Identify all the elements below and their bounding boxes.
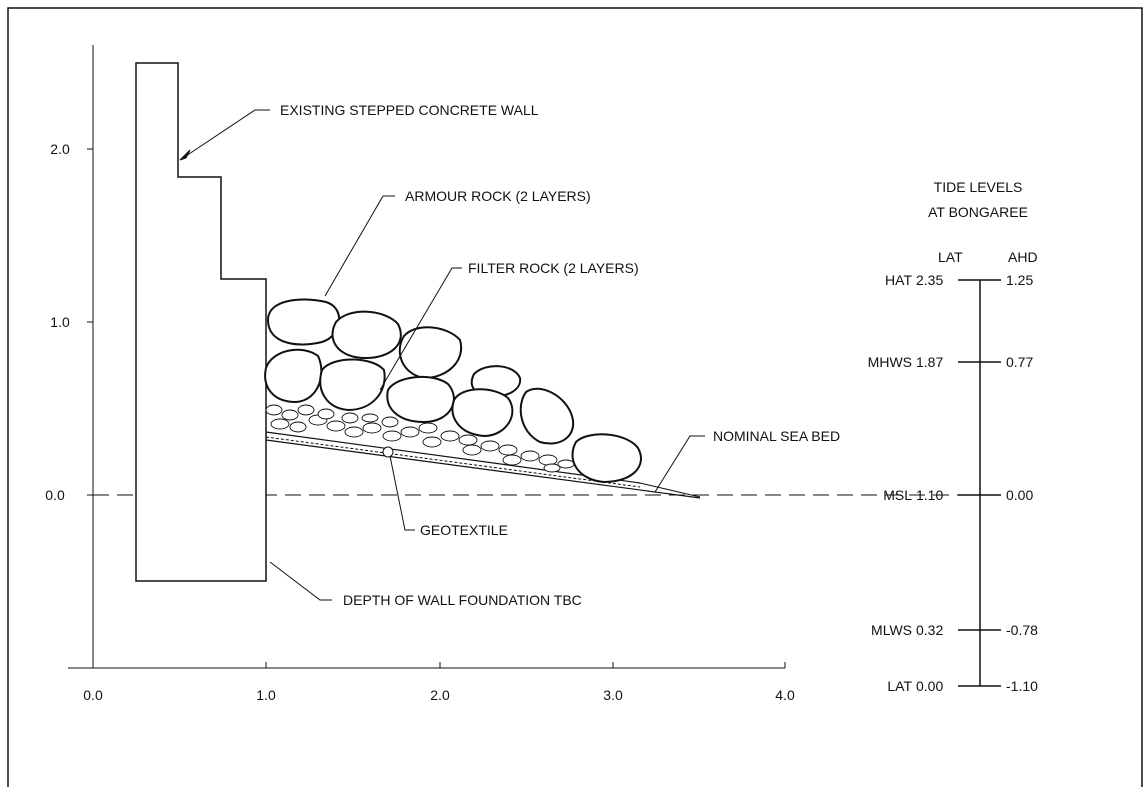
tide-name-mhws: MHWS [868,354,912,370]
tide-lat-hat: 2.35 [916,272,943,288]
tide-title-line1: TIDE LEVELS [934,179,1023,195]
x-tick-0: 0.0 [83,687,103,703]
callout-existing-wall: EXISTING STEPPED CONCRETE WALL [280,102,539,118]
callout-leaders [179,109,705,601]
tide-lat-lat: 0.00 [916,678,943,694]
armour-rock-layer [264,298,642,484]
geotextile-layer [265,431,701,499]
tide-ahd-mlws: -0.78 [1006,622,1038,638]
tide-lat-mlws: 0.32 [916,622,943,638]
tide-col-lat: LAT [938,249,963,265]
x-tick-1: 1.0 [256,687,276,703]
callout-armour-rock: ARMOUR ROCK (2 LAYERS) [405,188,591,204]
drawing-frame [7,7,1143,787]
tide-title-line2: AT BONGAREE [928,204,1028,220]
x-tick-2: 2.0 [430,687,450,703]
callout-nominal-sea-bed: NOMINAL SEA BED [713,428,840,444]
tide-name-mlws: MLWS [871,622,912,638]
filter-rock-layer [265,404,575,473]
tide-name-lat: LAT [887,678,912,694]
tide-col-ahd: AHD [1008,249,1038,265]
tide-levels-panel: TIDE LEVELS AT BONGAREE LAT AHD HAT 2.35… [868,179,1038,694]
tide-lat-mhws: 1.87 [916,354,943,370]
callout-wall-foundation: DEPTH OF WALL FOUNDATION TBC [343,592,582,608]
callout-filter-rock: FILTER ROCK (2 LAYERS) [468,260,639,276]
axes: 2.0 1.0 0.0 0.0 1.0 2.0 3.0 4.0 [45,45,795,703]
tide-name-hat: HAT [885,272,912,288]
tide-ahd-mhws: 0.77 [1006,354,1033,370]
tide-ahd-lat: -1.10 [1006,678,1038,694]
tide-name-msl: MSL [883,487,912,503]
callout-geotextile: GEOTEXTILE [420,522,508,538]
y-tick-0: 0.0 [45,487,65,503]
stepped-concrete-wall [135,62,267,582]
tide-ahd-msl: 0.00 [1006,487,1033,503]
tide-ahd-hat: 1.25 [1006,272,1033,288]
tide-lat-msl: 1.10 [916,487,943,503]
y-tick-2: 2.0 [50,141,70,157]
x-tick-3: 3.0 [603,687,623,703]
y-tick-1: 1.0 [50,314,70,330]
x-tick-4: 4.0 [775,687,795,703]
